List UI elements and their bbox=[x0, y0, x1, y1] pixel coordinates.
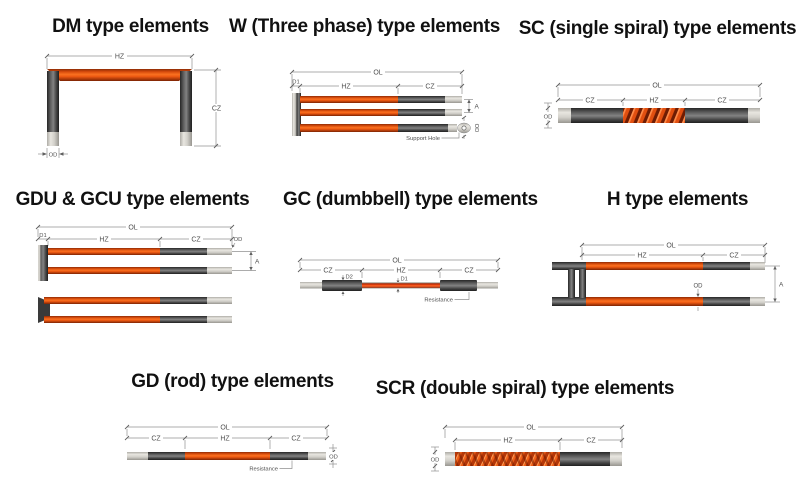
gd-dim-cz-right: CZ bbox=[291, 436, 301, 443]
gc-resistance-label: Resistance bbox=[424, 298, 453, 304]
sc-spiral-section bbox=[623, 108, 685, 123]
scr-element bbox=[445, 452, 622, 466]
scr-figure: OL HZ CZ OD bbox=[428, 423, 625, 472]
gc-dim-ticks bbox=[297, 257, 501, 273]
gd-dim-cz-left: CZ bbox=[151, 436, 161, 443]
gc-dim-cz-right: CZ bbox=[464, 268, 474, 275]
h-dim-ticks bbox=[579, 242, 768, 258]
sc-dim-ticks bbox=[545, 82, 763, 126]
h-dim-ol: OL bbox=[666, 243, 675, 250]
scr-title: SCR (double spiral) type elements bbox=[375, 378, 675, 399]
w-title: W (Three phase) type elements bbox=[228, 16, 501, 37]
gd-resistance-label: Resistance bbox=[249, 467, 278, 473]
gc-title: GC (dumbbell) type elements bbox=[283, 189, 538, 210]
sc-dim-cz-right: CZ bbox=[717, 98, 727, 105]
scr-dim-od: OD bbox=[431, 458, 440, 464]
h-dim-hz: HZ bbox=[637, 253, 647, 260]
scr-dim-cz: CZ bbox=[586, 438, 596, 445]
w-element bbox=[292, 93, 471, 136]
w-dim-a: A bbox=[475, 104, 480, 111]
gc-dim-d2: D2 bbox=[346, 275, 353, 281]
gd-dim-od: OD bbox=[329, 455, 338, 461]
dm-dim-od: OD bbox=[49, 152, 58, 158]
gdu-element-bottom bbox=[38, 297, 232, 323]
w-dim-ol: OL bbox=[373, 70, 382, 77]
dm-dim-ticks bbox=[44, 53, 219, 149]
gc-figure: OL CZ HZ CZ D2 D1 Resistance bbox=[297, 256, 501, 304]
w-figure: OL D1 HZ CZ A OD Support Hole bbox=[289, 68, 480, 142]
gd-figure: OL CZ HZ CZ OD Resistance bbox=[124, 423, 341, 473]
gdu-dim-a: A bbox=[255, 259, 260, 266]
sc-dim-cz-left: CZ bbox=[585, 98, 595, 105]
h-figure: OL HZ CZ OD A bbox=[552, 241, 784, 311]
gc-dim-ol: OL bbox=[392, 258, 401, 265]
sc-dim-od: OD bbox=[544, 115, 553, 121]
sc-title: SC (single spiral) type elements bbox=[518, 18, 797, 39]
w-dim-hz: HZ bbox=[341, 84, 351, 91]
gd-title: GD (rod) type elements bbox=[131, 371, 334, 392]
sc-element bbox=[558, 108, 760, 123]
h-dim-od: OD bbox=[694, 284, 704, 290]
scr-dim-ol: OL bbox=[526, 425, 535, 432]
gc-dim-cz-left: CZ bbox=[323, 268, 333, 275]
h-element bbox=[552, 262, 765, 306]
gd-hot-zone bbox=[185, 452, 270, 460]
dm-title: DM type elements bbox=[52, 16, 209, 37]
scr-dim-ticks bbox=[432, 424, 625, 469]
gc-dimensions bbox=[299, 259, 499, 300]
gc-hot-zone bbox=[362, 283, 440, 288]
w-dim-od: OD bbox=[473, 124, 479, 133]
gc-dim-d1: D1 bbox=[401, 277, 408, 283]
gc-dim-hz: HZ bbox=[396, 268, 406, 275]
h-dim-cz: CZ bbox=[729, 253, 739, 260]
h-dim-a: A bbox=[779, 282, 784, 289]
gdu-dim-cz: CZ bbox=[191, 237, 201, 244]
gdu-title: GDU & GCU type elements bbox=[15, 189, 250, 210]
gd-dim-hz: HZ bbox=[220, 436, 230, 443]
w-dim-cz: CZ bbox=[425, 84, 435, 91]
h-title: H type elements bbox=[606, 189, 749, 210]
sc-figure: OL CZ HZ CZ OD bbox=[541, 81, 763, 129]
gd-element bbox=[127, 452, 327, 460]
sc-dim-hz: HZ bbox=[649, 98, 659, 105]
gdu-figure: OL D1 HZ CZ OD A bbox=[35, 223, 260, 323]
gdu-dim-od: OD bbox=[234, 237, 243, 243]
gdu-dim-ol: OL bbox=[128, 225, 137, 232]
gdu-dim-d1: D1 bbox=[39, 233, 46, 239]
w-support-hole-label: Support Hole bbox=[406, 136, 440, 142]
dm-dim-hz: HZ bbox=[115, 54, 125, 61]
gdu-element-top bbox=[38, 245, 232, 281]
w-dim-ticks bbox=[289, 69, 467, 139]
w-dim-d1: D1 bbox=[292, 80, 299, 86]
gc-element bbox=[300, 280, 498, 291]
gd-dim-ol: OL bbox=[220, 425, 229, 432]
gd-dimensions bbox=[126, 426, 337, 469]
dm-figure: HZ CZ OD bbox=[38, 52, 224, 158]
dm-element bbox=[47, 69, 192, 146]
scr-dim-hz: HZ bbox=[503, 438, 513, 445]
w-support-hole bbox=[461, 125, 467, 131]
dm-dim-cz: CZ bbox=[212, 106, 222, 113]
sc-dim-ol: OL bbox=[652, 83, 661, 90]
gdu-dim-ticks bbox=[35, 224, 235, 242]
gdu-dim-hz: HZ bbox=[99, 237, 109, 244]
